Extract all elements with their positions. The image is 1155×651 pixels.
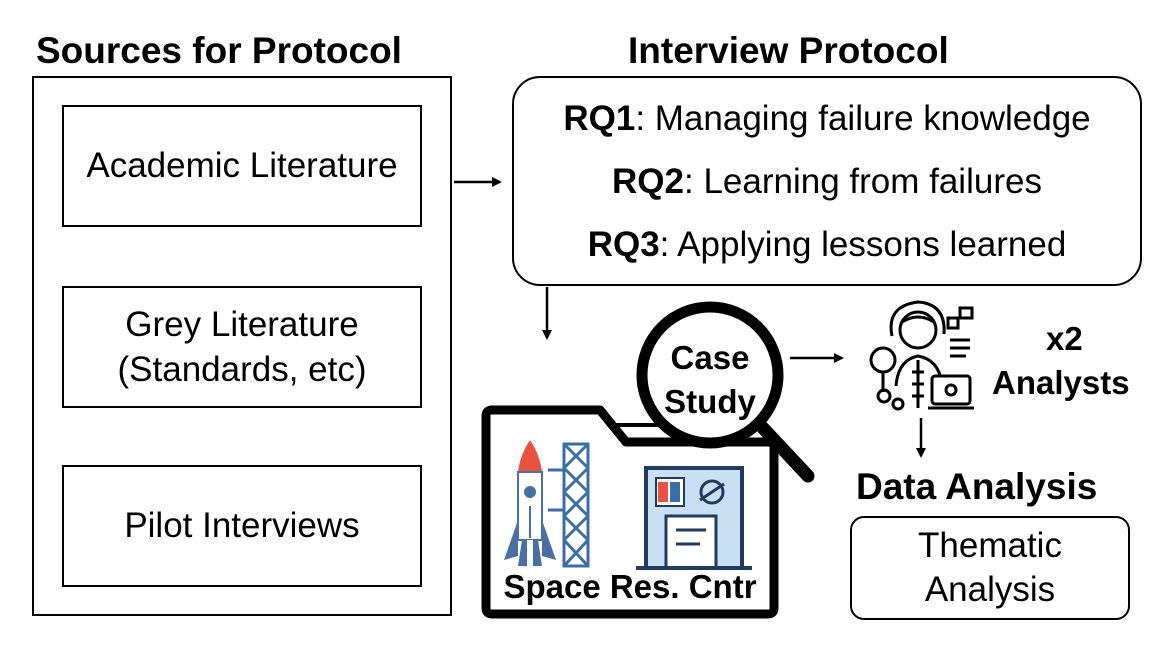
rq3-line: RQ3: Applying lessons learned bbox=[512, 227, 1142, 262]
magnifier-icon bbox=[636, 301, 815, 483]
source-label-line1: Grey Literature bbox=[125, 304, 359, 344]
protocol-box bbox=[512, 76, 1142, 286]
case-study-label: Case Study bbox=[648, 336, 772, 424]
analyst-icon bbox=[869, 300, 974, 411]
data-analysis-heading: Data Analysis bbox=[856, 466, 1098, 507]
rq2-id: RQ2 bbox=[612, 162, 684, 201]
folder-label: Space Res. Cntr bbox=[503, 568, 757, 605]
source-pilot-interviews: Pilot Interviews bbox=[62, 465, 422, 587]
rq3-id: RQ3 bbox=[587, 225, 660, 264]
rq3-text: : Applying lessons learned bbox=[659, 225, 1067, 264]
rocket-icon bbox=[504, 440, 556, 566]
rq1-text: : Managing failure knowledge bbox=[635, 99, 1091, 138]
launch-tower-icon bbox=[548, 442, 590, 568]
thematic-analysis-box: Thematic Analysis bbox=[850, 516, 1130, 620]
analyst-count: x2 bbox=[1046, 320, 1083, 357]
rq1-line: RQ1: Managing failure knowledge bbox=[512, 101, 1142, 136]
source-label: Pilot Interviews bbox=[124, 506, 360, 546]
protocol-heading: Interview Protocol bbox=[628, 30, 949, 71]
analyst-label: Analysts bbox=[992, 364, 1130, 401]
case-study-line1: Case bbox=[670, 339, 750, 376]
thematic-line1: Thematic bbox=[918, 526, 1062, 566]
case-study-line2: Study bbox=[664, 383, 756, 420]
thematic-line2: Analysis bbox=[924, 570, 1056, 609]
rq2-text: : Learning from failures bbox=[684, 162, 1042, 201]
source-grey-literature: Grey Literature (Standards, etc) bbox=[62, 286, 422, 408]
source-academic-literature: Academic Literature bbox=[62, 105, 422, 227]
sources-heading: Sources for Protocol bbox=[36, 30, 402, 71]
rq1-id: RQ1 bbox=[563, 99, 636, 138]
building-icon bbox=[636, 466, 752, 570]
sources-container bbox=[32, 76, 452, 616]
rq2-line: RQ2: Learning from failures bbox=[512, 164, 1142, 199]
source-label-line2: (Standards, etc) bbox=[117, 350, 367, 389]
source-label: Academic Literature bbox=[86, 146, 398, 186]
